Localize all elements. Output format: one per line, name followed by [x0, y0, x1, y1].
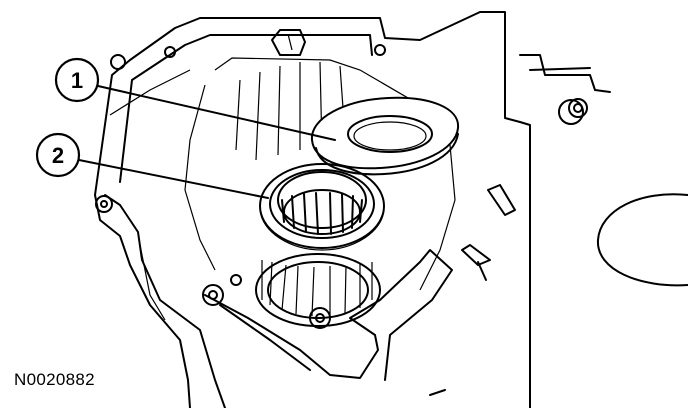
callout-2: 2: [35, 132, 81, 178]
callout-2-label: 2: [52, 143, 64, 168]
ring-gear: [255, 253, 381, 327]
callout-1-label: 1: [71, 68, 83, 93]
figure-id: N0020882: [14, 370, 95, 389]
callout-1-leader: [97, 85, 336, 141]
bearing: [259, 163, 385, 251]
callout-2-leader: [78, 159, 269, 199]
transmission-case: [94, 11, 588, 408]
thrust-washer: [310, 96, 460, 176]
side-cover: [596, 193, 688, 287]
callout-1: 1: [54, 57, 100, 103]
right-side-brackets: [429, 54, 611, 396]
fluid-channel: [204, 249, 453, 381]
